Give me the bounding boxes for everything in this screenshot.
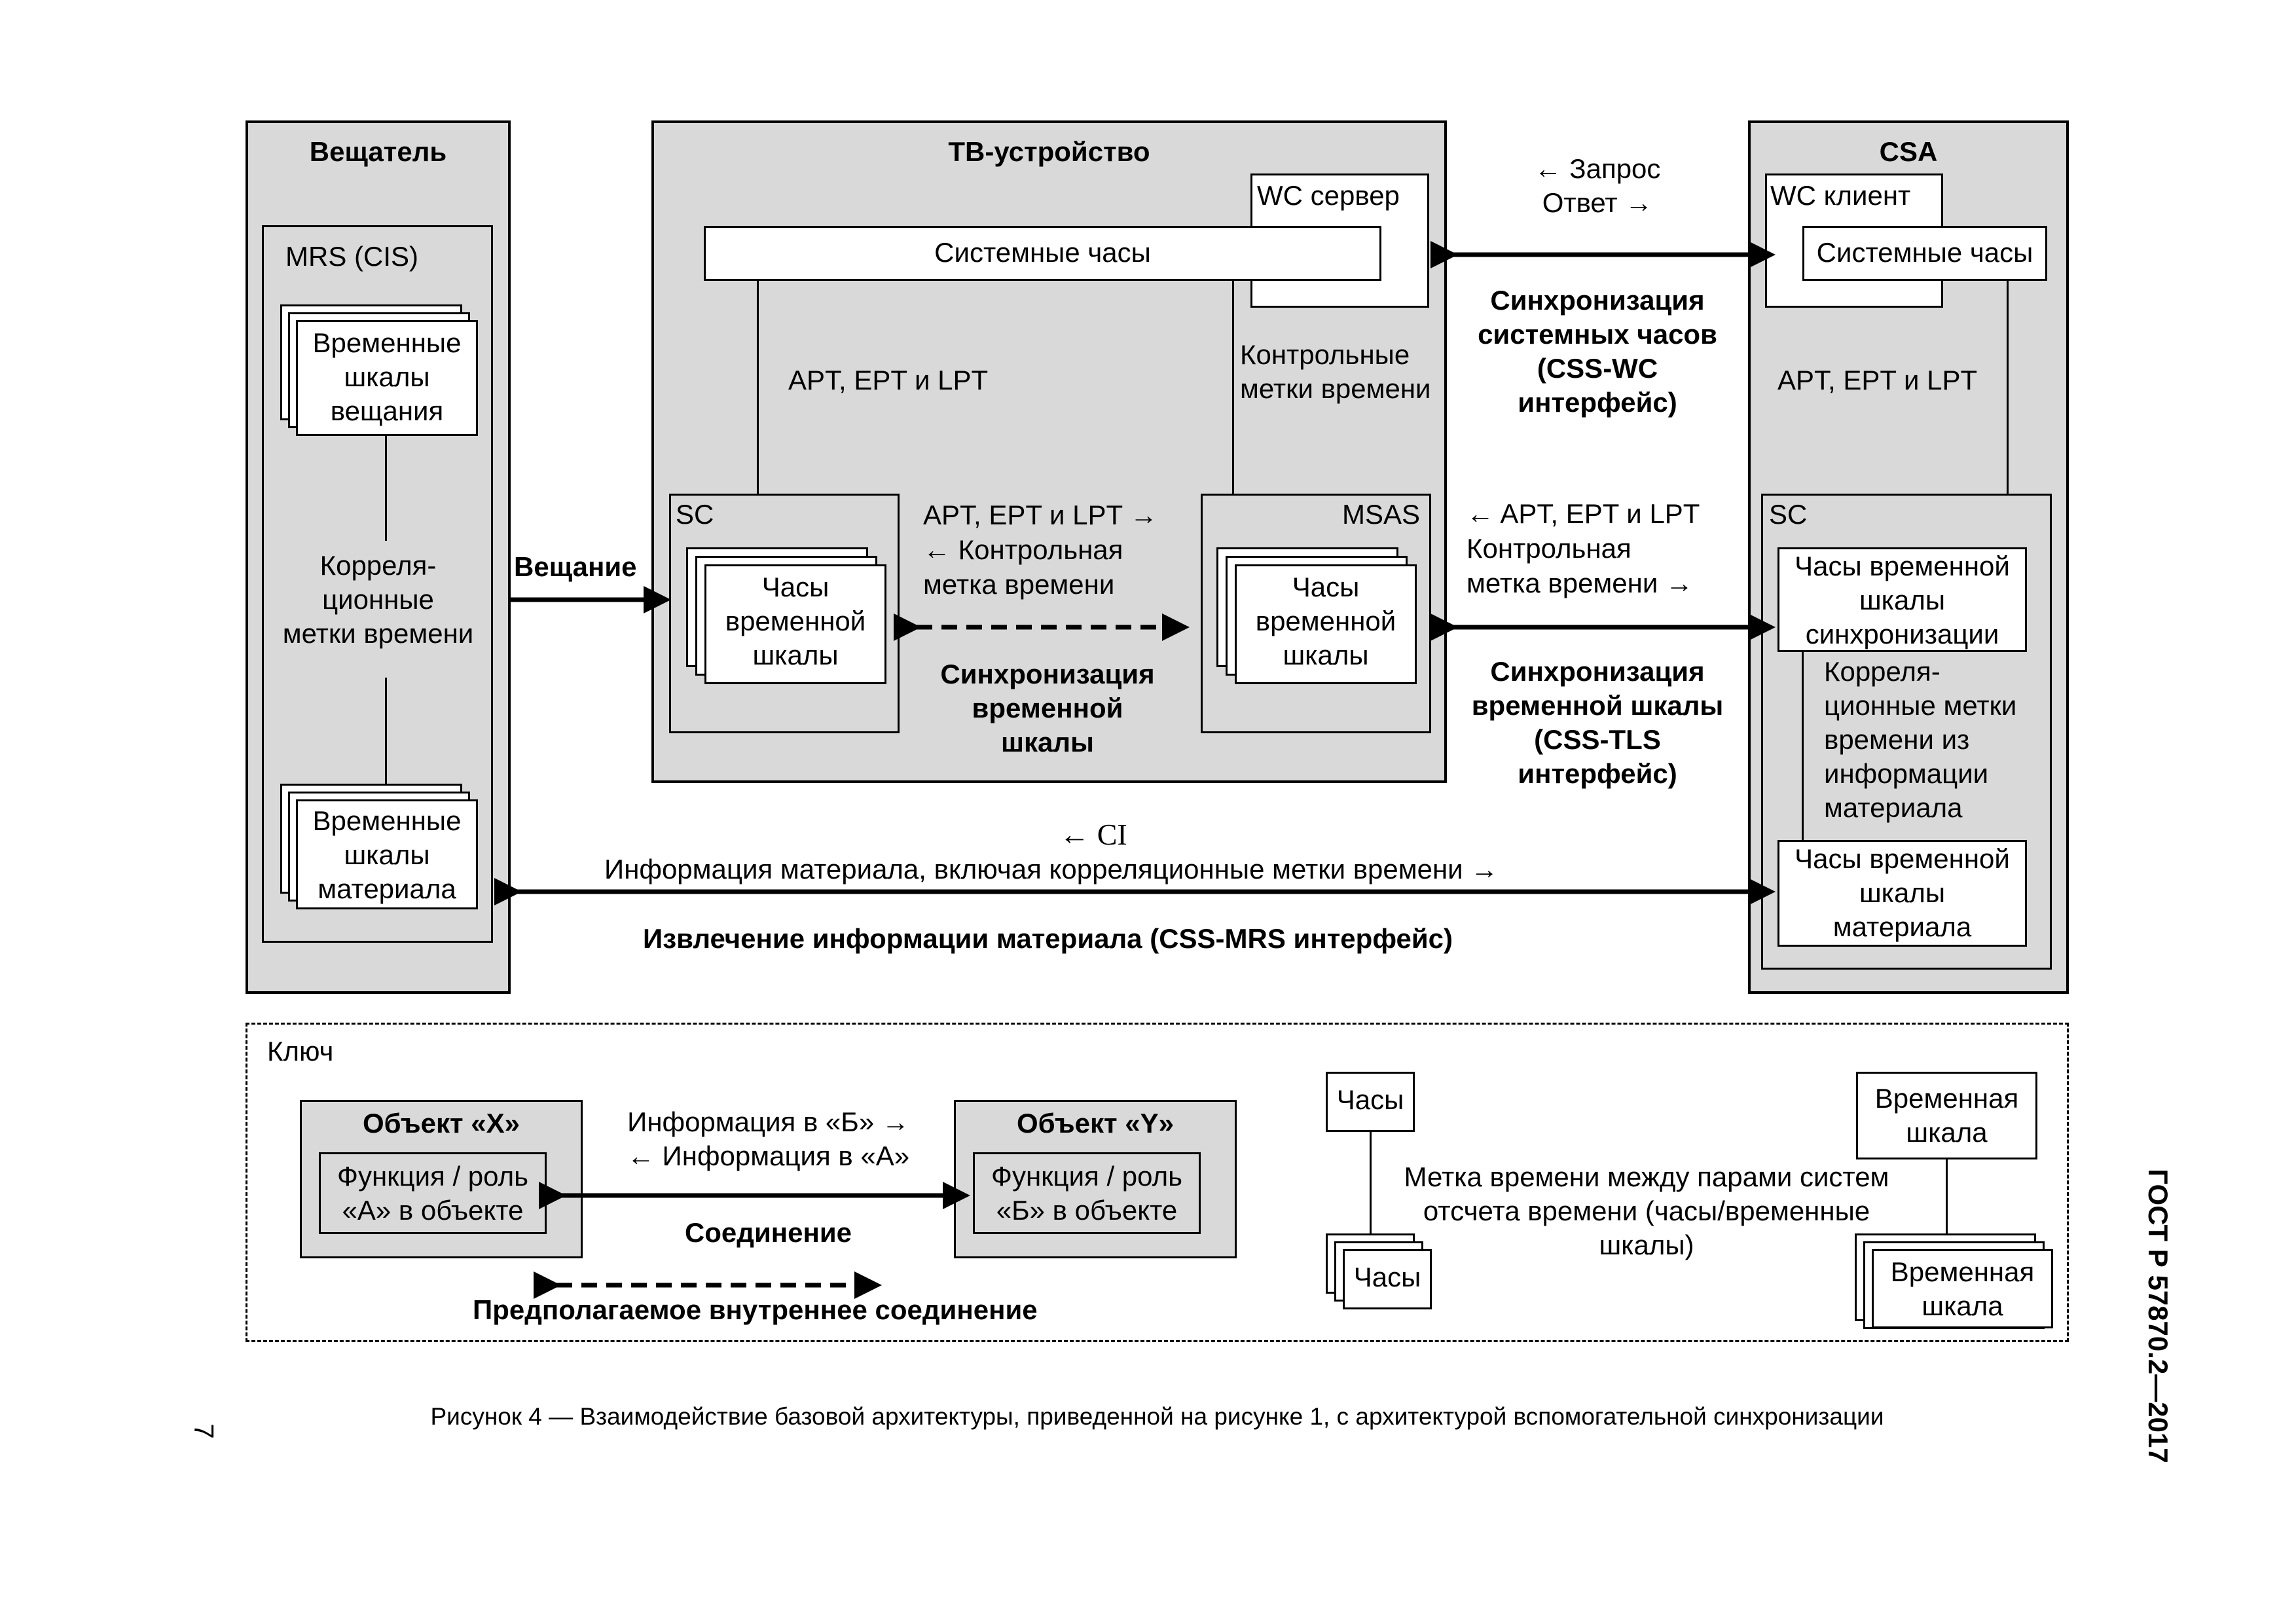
csa-correlation-label: Корреля- ционные метки времени из информ… — [1824, 656, 2017, 823]
broadcaster-connector-top — [385, 436, 387, 541]
sc-label: SC — [676, 499, 714, 530]
key-clock-stack-box: Часы — [1343, 1249, 1432, 1309]
key-info-arrows-label: Информация в «Б» → ← Информация в «А» — [627, 1106, 910, 1171]
content-timeline-clock-label: Часы временной шкалы материала — [1795, 843, 2010, 942]
mrs-extraction-title: Извлечение информации материала (CSS-MRS… — [643, 923, 1453, 954]
broadcast-timelines-box: Временные шкалы вещания — [296, 320, 478, 436]
wc-server-label: WC сервер — [1257, 180, 1400, 211]
object-y-label: Объект «Y» — [1016, 1108, 1175, 1139]
tv-system-clock-box: Системные часы — [704, 226, 1381, 281]
timeline-sync-label: Синхронизация временной шкалы — [940, 659, 1155, 757]
key-timestamp-desc: Метка времени между парами систем отсчет… — [1404, 1161, 1889, 1260]
csa-sc-label: SC — [1769, 499, 1808, 530]
wc-sync-title: Синхронизация системных часов (CSS-WC ин… — [1478, 285, 1717, 418]
content-timelines-box: Временные шкалы материала — [296, 799, 478, 909]
key-clock-line — [1370, 1132, 1372, 1233]
key-internal-connection-label: Предполагаемое внутреннее соединение — [473, 1294, 1038, 1325]
content-timeline-clock-box: Часы временной шкалы материала — [1777, 840, 2027, 947]
tv-clock-to-sc-line — [757, 281, 759, 560]
key-title: Ключ — [267, 1036, 334, 1067]
broadcaster-title: Вещатель — [309, 136, 447, 167]
csa-correlation-line — [1802, 652, 1804, 840]
standard-side-label: ГОСТ Р 57870.2—2017 — [2143, 1169, 2174, 1463]
ci-label: ← CI — [1059, 818, 1127, 851]
tv-device-title: ТВ-устройство — [948, 136, 1150, 167]
tls-sync-title: Синхронизация временной шкалы (CSS-TLS и… — [1471, 656, 1724, 789]
csa-title: CSA — [1879, 136, 1938, 167]
msas-timeline-clock-label: Часы временной шкалы — [1255, 572, 1396, 670]
tls-arrows-label: ← APT, EPT и LPT Контрольная метка време… — [1467, 498, 1700, 598]
key-connection-label: Соединение — [684, 1217, 852, 1248]
msas-label: MSAS — [1342, 499, 1421, 530]
sync-timeline-clock-label: Часы временной шкалы синхронизации — [1795, 551, 2010, 649]
wc-req-resp-label: ← Запрос Ответ → — [1534, 153, 1661, 218]
key-timeline-stack-box: Временная шкала — [1872, 1249, 2053, 1328]
correlation-timestamps-label: Корреля- ционные метки времени — [282, 550, 474, 649]
csa-apt-label: APT, EPT и LPT — [1777, 365, 1978, 395]
tv-clock-to-msas-line — [1232, 281, 1234, 560]
key-timeline-stack-label: Временная шкала — [1890, 1256, 2035, 1321]
key-timeline-label: Временная шкала — [1874, 1083, 2019, 1148]
wc-client-label: WC клиент — [1770, 180, 1911, 211]
sc-timeline-clock-box: Часы временной шкалы — [704, 564, 886, 684]
tv-system-clock-label: Системные часы — [934, 237, 1151, 268]
tv-middle-arrows-label: APT, EPT и LPT → ← Контрольная метка вре… — [923, 500, 1158, 600]
object-x-label: Объект «X» — [362, 1108, 520, 1139]
mrs-label: MRS (CIS) — [285, 241, 418, 272]
sync-timeline-clock-box: Часы временной шкалы синхронизации — [1777, 547, 2027, 652]
key-panel — [246, 1023, 2069, 1342]
csa-system-clock-label: Системные часы — [1816, 237, 2033, 268]
csa-clock-line — [2007, 281, 2009, 536]
broadcast-timelines-label: Временные шкалы вещания — [312, 327, 462, 426]
function-a-box: Функция / роль «А» в объекте — [319, 1152, 547, 1234]
function-a-label: Функция / роль «А» в объекте — [337, 1161, 528, 1226]
key-timeline-box: Временная шкала — [1856, 1072, 2037, 1159]
broadcast-arrow-label: Вещание — [514, 551, 637, 582]
csa-system-clock-box: Системные часы — [1802, 226, 2047, 281]
key-timeline-line — [1946, 1159, 1948, 1233]
page-number: 7 — [189, 1423, 220, 1439]
function-b-label: Функция / роль «Б» в объекте — [991, 1161, 1182, 1226]
key-clock-box: Часы — [1326, 1072, 1415, 1132]
key-clock-stack-label: Часы — [1353, 1262, 1421, 1292]
content-timelines-label: Временные шкалы материала — [312, 805, 462, 904]
msas-timeline-clock-box: Часы временной шкалы — [1235, 564, 1417, 684]
figure-caption: Рисунок 4 — Взаимодействие базовой архит… — [430, 1403, 1884, 1430]
sc-timeline-clock-label: Часы временной шкалы — [725, 572, 866, 670]
tv-apt-label: APT, EPT и LPT — [788, 365, 989, 395]
broadcaster-connector-bottom — [385, 678, 387, 784]
key-clock-label: Часы — [1336, 1084, 1404, 1115]
function-b-box: Функция / роль «Б» в объекте — [973, 1152, 1201, 1234]
tv-control-timestamps-label: Контрольные метки времени — [1240, 339, 1431, 404]
